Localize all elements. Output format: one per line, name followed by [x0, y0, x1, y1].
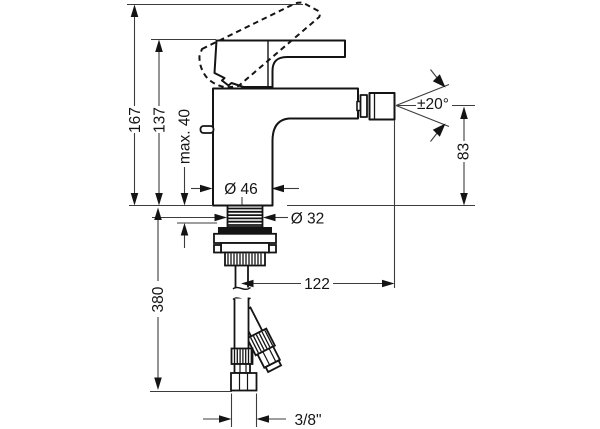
angle-ray-lower: [395, 104, 450, 128]
under-deck-parts: [213, 205, 283, 392]
dim-label-spout-reach: 122: [304, 276, 330, 293]
vertical-hose: [232, 265, 251, 349]
washer-tab-left: [213, 244, 222, 254]
spray-nozzle: [368, 92, 396, 121]
outlet-plate: [359, 94, 368, 118]
faucet-handle: [213, 39, 346, 88]
mounting-nut: [224, 251, 266, 267]
dimension-labels: 167 137 max. 40 380 83 Ø 46 Ø 32 122 ±20…: [127, 96, 472, 429]
dim-label-body-diameter: Ø 46: [224, 181, 258, 198]
hose-connector: [230, 347, 258, 392]
washer-tab-right: [268, 244, 277, 254]
washer: [220, 242, 270, 254]
dim-label-lever-height: 137: [151, 107, 168, 133]
threaded-shank: [226, 205, 264, 228]
dim-label-max-mounting-depth: max. 40: [176, 109, 193, 165]
dim-label-total-height: 167: [127, 107, 144, 133]
angle-ray-upper: [395, 83, 450, 107]
angle-arrow-upper: [432, 74, 446, 88]
popup-rod: [199, 125, 215, 134]
dim-label-spout-height: 83: [455, 143, 472, 160]
faucet-outline: [199, 39, 396, 207]
dim-label-shank-diameter: Ø 32: [291, 210, 325, 227]
seal-ring: [218, 227, 272, 234]
dim-label-spray-angle: ±20°: [417, 96, 449, 113]
escutcheon: [213, 232, 277, 244]
angle-arrow-lower: [432, 123, 446, 137]
dimension-arrows: [130, 4, 468, 423]
dim-label-hose-length: 380: [150, 286, 167, 312]
dim-label-hose-connection: 3/8": [294, 412, 321, 429]
dimension-lines: [127, 3, 475, 427]
